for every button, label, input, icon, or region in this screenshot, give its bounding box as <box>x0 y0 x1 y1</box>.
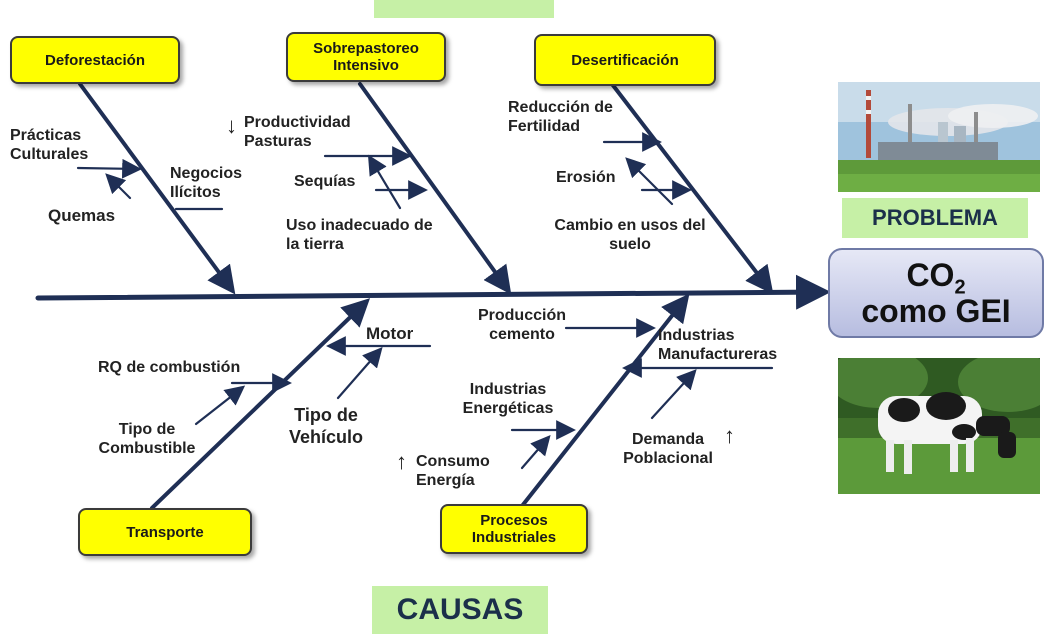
category-desertificacion: Desertificación <box>534 34 716 86</box>
factor-sequias: Sequías <box>294 173 356 190</box>
factor-tipo-vehiculo: Tipo de Vehículo <box>288 405 364 447</box>
up-arrow-icon: ↑ <box>724 423 735 448</box>
cow-photo <box>838 358 1040 494</box>
bone-deforestacion <box>78 82 236 295</box>
down-arrow-icon: ↓ <box>226 113 237 138</box>
factor-cambio: Cambio en usos del suelo <box>554 217 706 253</box>
factor-productividad: Productividad Pasturas <box>244 114 351 150</box>
bone-sobrepastoreo <box>358 82 512 295</box>
factor-uso: Uso inadecuado de la tierra <box>286 217 433 253</box>
factor-cemento: Producción cemento <box>477 307 566 343</box>
factor-consumo: Consumo Energía <box>416 453 490 489</box>
category-deforestacion: Deforestación <box>10 36 180 84</box>
category-procesos: Procesos Industriales <box>440 504 588 554</box>
factor-reduccion: Reducción de Fertilidad <box>508 99 613 135</box>
problem-tag: PROBLEMA <box>842 198 1028 238</box>
spine-arrow <box>35 274 831 310</box>
factory-photo <box>838 82 1040 192</box>
causes-tag: CAUSAS <box>372 586 548 634</box>
bone-procesos <box>520 293 690 508</box>
factor-rq: RQ de combustión <box>98 359 241 376</box>
problem-box: CO2 como GEI <box>828 248 1044 338</box>
factor-ind-energeticas: Industrias Energéticas <box>462 381 554 417</box>
factor-tipo-combustible: Tipo de Combustible <box>98 421 196 457</box>
factor-negocios: Negocios Ilícitos <box>170 165 243 201</box>
factor-practicas: Prácticas Culturales <box>10 127 89 163</box>
factor-quemas: Quemas <box>48 206 116 225</box>
factor-erosion: Erosión <box>556 169 616 186</box>
factor-motor: Motor <box>366 324 414 343</box>
top-green-strip <box>374 0 554 18</box>
factor-demanda: Demanda Poblacional <box>623 431 713 467</box>
category-transporte: Transporte <box>78 508 252 556</box>
category-sobrepastoreo: Sobrepastoreo Intensivo <box>286 32 446 82</box>
factor-manufactureras: Industrias Manufactureras <box>658 327 778 363</box>
up-arrow-icon: ↑ <box>396 449 407 474</box>
problem-line-1: CO2 <box>906 257 966 299</box>
problem-line-2: como GEI <box>861 293 1011 329</box>
